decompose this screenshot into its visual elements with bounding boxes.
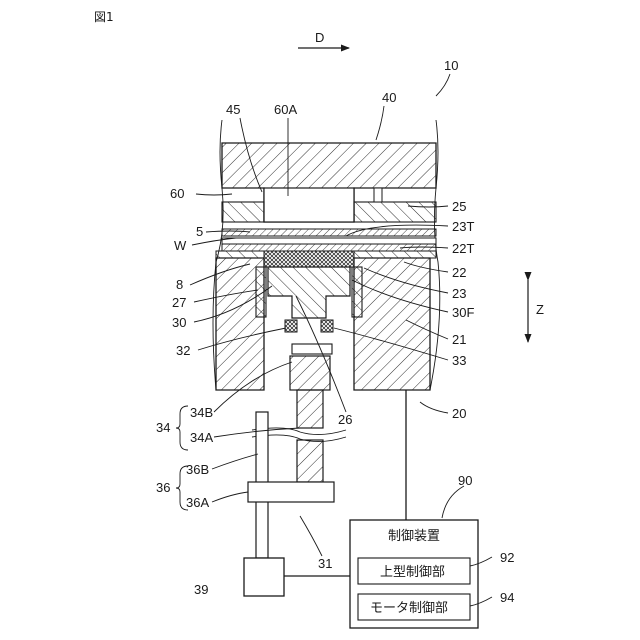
label-23: 23 bbox=[452, 286, 466, 301]
direction-d-label: D bbox=[315, 30, 324, 45]
label-34a: 34A bbox=[190, 430, 213, 445]
label-33: 33 bbox=[452, 353, 466, 368]
label-23t: 23T bbox=[452, 219, 474, 234]
plunger-assembly bbox=[256, 267, 362, 390]
label-45: 45 bbox=[226, 102, 240, 117]
spring-33 bbox=[321, 320, 333, 332]
label-27: 27 bbox=[172, 295, 186, 310]
direction-z-label: Z bbox=[536, 302, 544, 317]
label-92: 92 bbox=[500, 550, 514, 565]
label-60a: 60A bbox=[274, 102, 297, 117]
vent-hole bbox=[374, 188, 382, 202]
direction-d-indicator: D bbox=[298, 30, 349, 48]
guide-36 bbox=[248, 412, 334, 558]
rod-34a-upper bbox=[297, 390, 323, 428]
label-30f: 30F bbox=[452, 305, 474, 320]
label-34b: 34B bbox=[190, 405, 213, 420]
cavity-block-22 bbox=[216, 251, 264, 258]
motor-control-label: モータ制御部 bbox=[370, 601, 448, 616]
cavity-23t bbox=[264, 251, 354, 267]
label-39: 39 bbox=[194, 582, 208, 597]
label-21: 21 bbox=[452, 332, 466, 347]
upper-mold-40 bbox=[222, 143, 436, 222]
label-25: 25 bbox=[452, 199, 466, 214]
label-20: 20 bbox=[452, 406, 466, 421]
label-90: 90 bbox=[458, 473, 472, 488]
label-34: 34 bbox=[156, 420, 170, 435]
label-60: 60 bbox=[170, 186, 184, 201]
label-32: 32 bbox=[176, 343, 190, 358]
upper-plate-25-right bbox=[354, 202, 436, 222]
label-94: 94 bbox=[500, 590, 514, 605]
label-36: 36 bbox=[156, 480, 170, 495]
frame-27-left bbox=[256, 267, 266, 317]
label-31: 31 bbox=[318, 556, 332, 571]
rod-head-34b bbox=[290, 356, 330, 390]
workpiece-w bbox=[222, 238, 436, 244]
lower-mold-body-right bbox=[354, 258, 430, 390]
spring-left bbox=[285, 320, 297, 332]
upper-mold-cavity-60a bbox=[264, 188, 354, 222]
label-36a: 36A bbox=[186, 495, 209, 510]
plunger-30 bbox=[268, 267, 350, 318]
cavity-block-22-right bbox=[354, 251, 436, 258]
figure-title: 図1 bbox=[94, 10, 114, 24]
direction-z-indicator: Z bbox=[528, 280, 544, 342]
label-22: 22 bbox=[452, 265, 466, 280]
upper-plate-25-left bbox=[222, 202, 264, 222]
label-40: 40 bbox=[382, 90, 396, 105]
label-10: 10 bbox=[444, 58, 458, 73]
label-36b: 36B bbox=[186, 462, 209, 477]
label-5: 5 bbox=[196, 224, 203, 239]
label-26: 26 bbox=[338, 412, 352, 427]
label-30: 30 bbox=[172, 315, 186, 330]
label-w: W bbox=[174, 238, 187, 253]
frame-27-right bbox=[352, 267, 362, 317]
slider-36a bbox=[248, 482, 334, 502]
connector-32 bbox=[292, 344, 332, 354]
control-device-title: 制御装置 bbox=[388, 529, 440, 544]
control-device-90: 制御装置 上型制御部 モータ制御部 bbox=[350, 520, 478, 628]
label-8: 8 bbox=[176, 277, 183, 292]
release-film-5 bbox=[222, 229, 436, 236]
motor-39 bbox=[244, 558, 284, 596]
rod-34a-lower bbox=[297, 440, 323, 482]
upper-mold-control-label: 上型制御部 bbox=[380, 565, 445, 580]
label-22t: 22T bbox=[452, 241, 474, 256]
